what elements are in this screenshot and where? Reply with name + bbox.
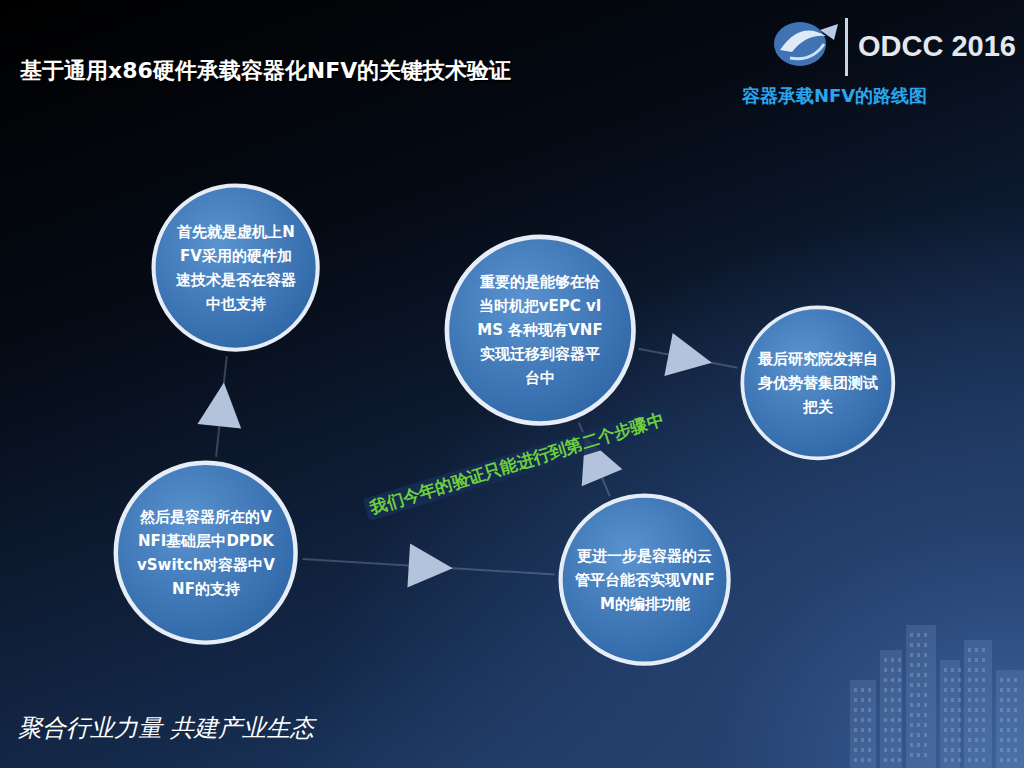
flow-arrow [303, 544, 555, 588]
subtitle: 容器承载NFV的路线图 [742, 84, 927, 108]
separator-bar [845, 18, 848, 76]
step-text: 更进一步是容器的云管平台能否实现VNFM的编排功能 [574, 544, 716, 616]
city-skyline [850, 625, 1024, 768]
step-text: 最后研究院发挥自身优势替集团测试把关 [757, 347, 879, 419]
text-holder: 更进一步是容器的云管平台能否实现VNFM的编排功能 [574, 544, 716, 616]
step-circle: 重要的是能够在恰当时机把vEPC vIMS 各种现有VNF实现迁移到容器平台中 [444, 234, 636, 426]
circle-outline [113, 460, 298, 645]
step-circle: 首先就是虚机上NFV采用的硬件加速技术是否在容器中也支持 [151, 183, 320, 352]
arrow-head [664, 333, 711, 376]
logo-emblem [774, 22, 838, 66]
conference-logo-text: ODCC 2016 [858, 30, 1016, 63]
text-holder: 重要的是能够在恰当时机把vEPC vIMS 各种现有VNF实现迁移到容器平台中 [474, 270, 606, 390]
slide-title: 基于通用x86硬件承载容器化NFV的关键技术验证 [20, 56, 511, 86]
step-text: 然后是容器所在的VNFI基础层中DPDK vSwitch对容器中VNF的支持 [135, 505, 277, 601]
arrow-head [198, 382, 242, 428]
text-holder: 首先就是虚机上NFV采用的硬件加速技术是否在容器中也支持 [175, 220, 297, 316]
flow-arrow [198, 356, 242, 457]
step-circle: 然后是容器所在的VNFI基础层中DPDK vSwitch对容器中VNF的支持 [113, 460, 298, 645]
flow-arrow [638, 333, 737, 376]
step-text: 首先就是虚机上NFV采用的硬件加速技术是否在容器中也支持 [175, 220, 297, 316]
text-holder: 然后是容器所在的VNFI基础层中DPDK vSwitch对容器中VNF的支持 [135, 505, 277, 601]
slogan: 聚合行业力量 共建产业生态 [18, 712, 314, 744]
arrow-head [407, 544, 452, 588]
skyline-windows [854, 633, 1017, 762]
step-circle: 最后研究院发挥自身优势替集团测试把关 [740, 305, 896, 461]
step-text: 重要的是能够在恰当时机把vEPC vIMS 各种现有VNF实现迁移到容器平台中 [474, 270, 606, 390]
circle-outline [151, 183, 320, 352]
step-circle: 更进一步是容器的云管平台能否实现VNFM的编排功能 [558, 493, 731, 666]
text-holder: 最后研究院发挥自身优势替集团测试把关 [757, 347, 879, 419]
